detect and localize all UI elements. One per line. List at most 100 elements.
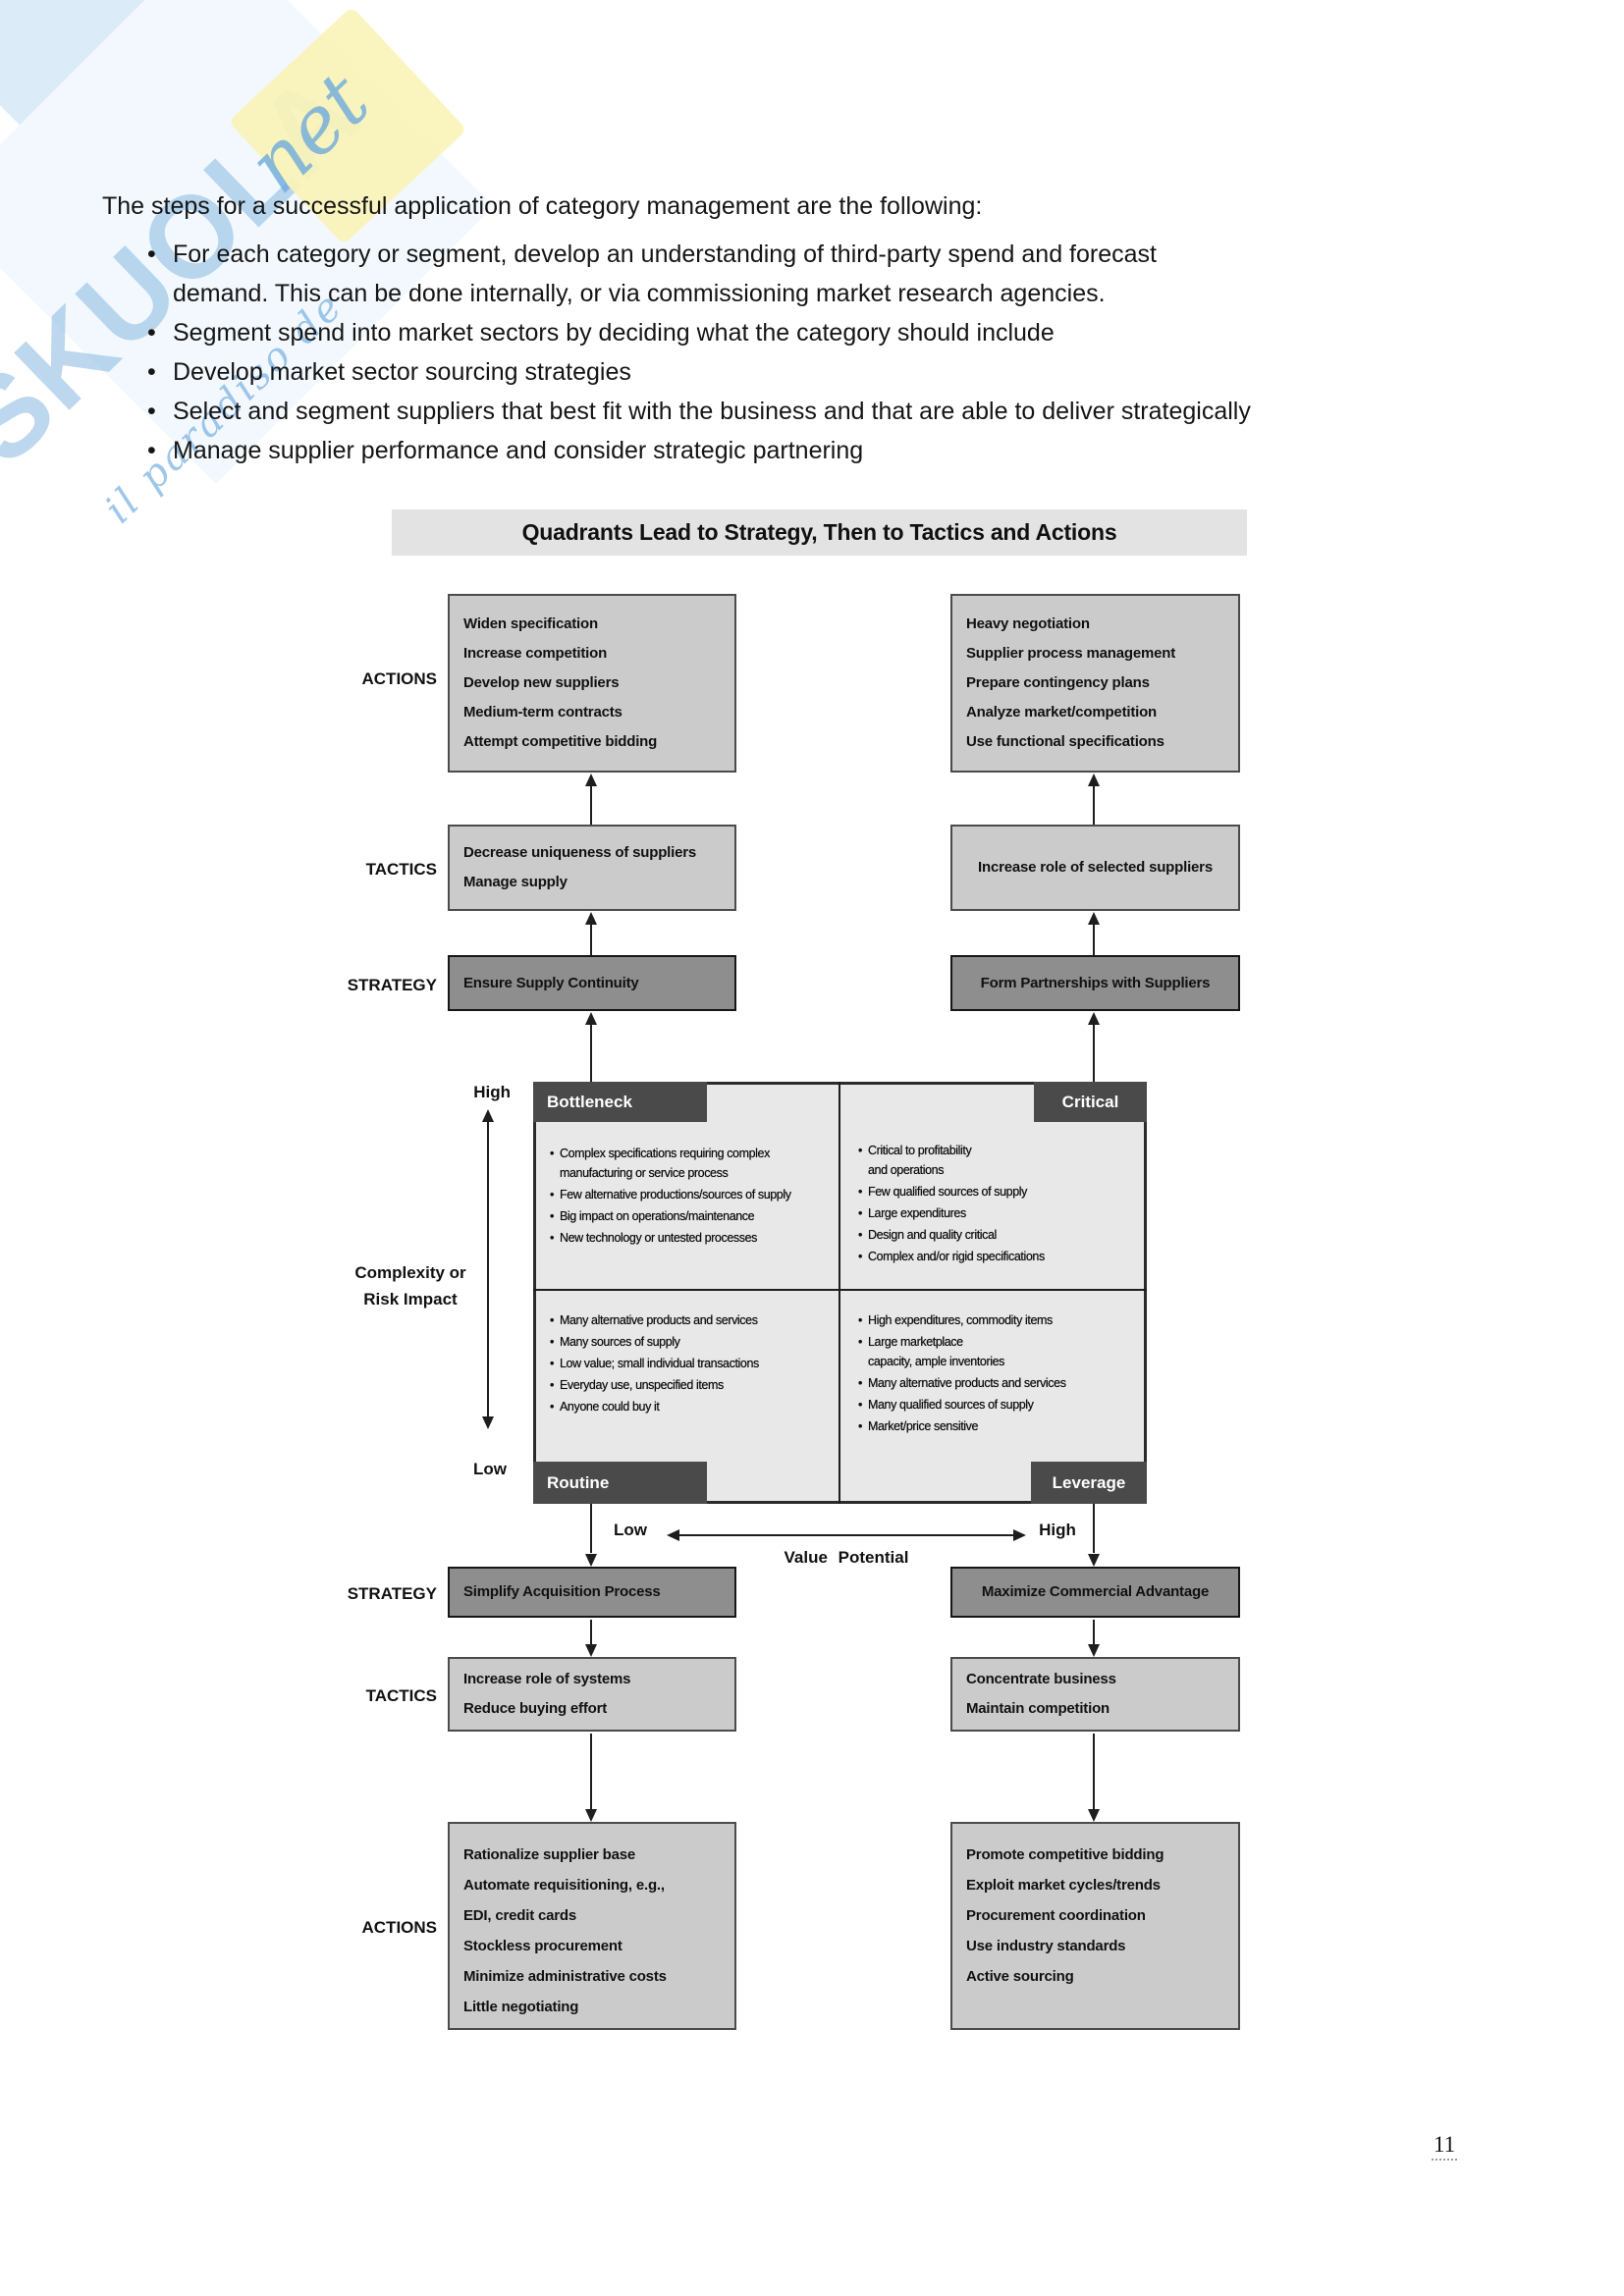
y-axis-low-label: Low [473, 1460, 507, 1478]
arrow-down-icon [585, 1644, 597, 1657]
arrow-right-icon [1013, 1529, 1026, 1541]
list-line: Maintain competition [966, 1700, 1110, 1717]
list-item-text: Critical to profitability and operations [867, 1144, 972, 1177]
list-line: Ensure Supply Continuity [463, 974, 639, 991]
list-line: Reduce buying effort [463, 1700, 608, 1717]
list-item-text: Many sources of supply [559, 1335, 680, 1349]
list-line: Simplify Acquisition Process [463, 1583, 661, 1600]
bullet-icon [102, 431, 173, 470]
actions-right-bottom-box: Promote competitive bidding Exploit mark… [950, 1822, 1240, 2030]
list-item-text: Everyday use, unspecified items [559, 1378, 724, 1392]
list-line: Analyze market/competition [966, 704, 1158, 721]
list-line: Automate requisitioning, e.g., [463, 1877, 665, 1894]
list-item-text: Develop market sector sourcing strategie… [173, 358, 631, 386]
list-item: New technology or untested processes [550, 1228, 831, 1248]
y-axis-high-label: High [473, 1083, 511, 1101]
connector-line [590, 1734, 592, 1809]
arrow-down-icon [1088, 1554, 1100, 1567]
list-item-text: Few alternative productions/sources of s… [559, 1188, 791, 1201]
row-label-tactics-bottom: TACTICS [365, 1686, 437, 1705]
arrow-up-icon [1088, 774, 1100, 786]
row-label-actions-bottom: ACTIONS [361, 1918, 438, 1937]
list-line: Form Partnerships with Suppliers [980, 974, 1211, 991]
list-item-text: For each category or segment, develop an… [173, 240, 1157, 307]
arrow-up-icon [1088, 912, 1100, 925]
diagram-title: Quadrants Lead to Strategy, Then to Tact… [392, 509, 1247, 556]
strategy-left-bottom-box: Simplify Acquisition Process [448, 1567, 736, 1618]
strategy-right-box: Form Partnerships with Suppliers [950, 955, 1240, 1011]
list-item-text: Segment spend into market sectors by dec… [173, 319, 1055, 347]
bullet-icon [102, 235, 173, 313]
list-item-text: Few qualified sources of supply [867, 1185, 1027, 1199]
list-line: Increase role of selected suppliers [978, 859, 1213, 876]
list-line: Prepare contingency plans [966, 674, 1150, 691]
arrow-down-icon [1088, 1809, 1100, 1822]
list-line: Exploit market cycles/trends [966, 1877, 1161, 1894]
list-item: Low value; small individual transactions [550, 1354, 833, 1373]
list-item: Few alternative productions/sources of s… [550, 1185, 831, 1204]
list-item-text: Many qualified sources of supply [867, 1398, 1034, 1412]
list-item: Many sources of supply [550, 1332, 833, 1352]
list-item-text: Manage supplier performance and consider… [173, 437, 864, 464]
list-item-text: Complex and/or rigid specifications [867, 1250, 1045, 1263]
connector-line [590, 785, 592, 825]
tactics-left-box: Decrease uniqueness of suppliers Manage … [448, 825, 736, 911]
list-item: For each category or segment, develop an… [102, 235, 1516, 313]
arrow-up-icon [482, 1109, 494, 1122]
list-item: Big impact on operations/maintenance [550, 1206, 831, 1226]
list-item: Develop market sector sourcing strategie… [102, 352, 1516, 392]
intro-section: The steps for a successful application o… [102, 187, 1516, 470]
list-item-text: Many alternative products and services [867, 1376, 1066, 1390]
strategy-left-box: Ensure Supply Continuity [448, 955, 736, 1011]
quadrant-tab-critical: Critical [1034, 1082, 1147, 1122]
row-label-actions-top: ACTIONS [361, 669, 438, 688]
leverage-bullets: High expenditures, commodity items Large… [858, 1310, 1141, 1436]
list-line: Concentrate business [966, 1671, 1116, 1687]
x-axis-low-label: Low [614, 1521, 647, 1539]
connector-line [1093, 924, 1095, 955]
list-item: Complex specifications requiring complex… [550, 1144, 831, 1183]
actions-right-box: Heavy negotiation Supplier process manag… [950, 594, 1240, 773]
list-line: Widen specification [463, 615, 598, 632]
arrow-up-icon [1088, 1012, 1100, 1025]
list-line: EDI, credit cards [463, 1907, 576, 1924]
quadrant-tab-leverage: Leverage [1031, 1462, 1147, 1504]
list-item: Design and quality critical [858, 1225, 1141, 1245]
connector-line [590, 1024, 592, 1082]
list-item-text: High expenditures, commodity items [867, 1313, 1053, 1327]
routine-bullets: Many alternative products and services M… [550, 1310, 833, 1416]
x-axis-high-label: High [1039, 1521, 1076, 1539]
intro-heading: The steps for a successful application o… [102, 192, 983, 220]
actions-left-box: Widen specification Increase competition… [448, 594, 736, 773]
connector-line [590, 1504, 592, 1553]
arrow-down-icon [482, 1416, 494, 1429]
list-line: Increase competition [463, 645, 608, 662]
list-line: Supplier process management [966, 645, 1176, 662]
list-line: Little negotiating [463, 1999, 579, 2015]
list-line: Develop new suppliers [463, 674, 620, 691]
critical-bullets: Critical to profitability and operations… [858, 1141, 1141, 1266]
bullet-icon [102, 352, 173, 392]
list-item: Few qualified sources of supply [858, 1182, 1141, 1201]
list-line: Maximize Commercial Advantage [981, 1583, 1210, 1600]
x-axis-title: Value Potential [784, 1548, 909, 1567]
list-item: Many alternative products and services [858, 1373, 1141, 1393]
quadrant-tab-routine: Routine [533, 1462, 707, 1504]
list-item: Complex and/or rigid specifications [858, 1247, 1141, 1266]
bullet-icon [102, 313, 173, 352]
connector-line [1093, 1734, 1095, 1809]
page-number: 11 [1432, 2132, 1458, 2161]
row-label-strategy-top: STRATEGY [347, 976, 437, 994]
list-line: Heavy negotiation [966, 615, 1090, 632]
bullet-icon [102, 392, 173, 431]
list-item-text: Anyone could buy it [559, 1400, 660, 1414]
list-item-text: Big impact on operations/maintenance [559, 1209, 755, 1223]
arrow-left-icon [667, 1529, 679, 1541]
arrow-up-icon [585, 912, 597, 925]
y-axis-title: Complexity or Risk Impact [354, 1263, 466, 1308]
matrix-horizontal-divider [533, 1289, 1147, 1291]
list-item: High expenditures, commodity items [858, 1310, 1141, 1330]
list-line: Active sourcing [966, 1968, 1074, 1985]
arrow-down-icon [1088, 1644, 1100, 1657]
